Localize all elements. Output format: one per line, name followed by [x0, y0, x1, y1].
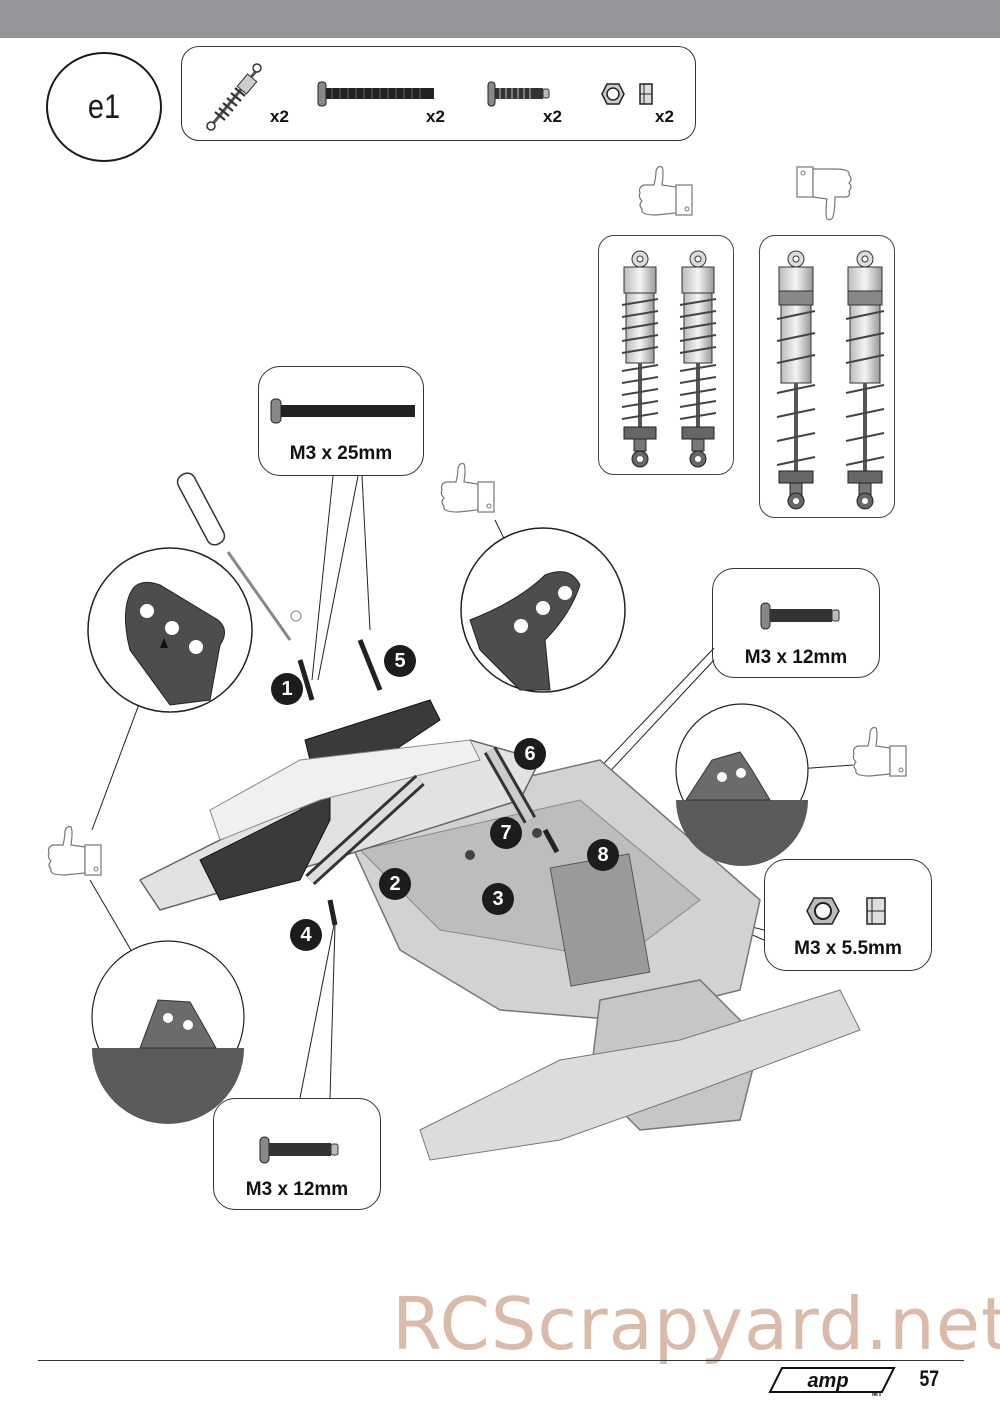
chassis-assembly-illustration	[87, 472, 861, 1161]
page-number: 57	[919, 1366, 940, 1391]
step-badge-2: 2	[379, 868, 411, 900]
qty-short-screw: x2	[543, 107, 562, 126]
chassis	[338, 759, 861, 1161]
shock-correct-left	[621, 250, 659, 468]
short-screw-icon	[259, 1136, 339, 1164]
screwdriver-icon	[176, 472, 302, 641]
brand-logo-sub: MT	[872, 1391, 883, 1398]
step-badge-6: 6	[514, 738, 546, 770]
detail-circle-top-right	[460, 527, 626, 693]
step-circle	[46, 52, 162, 162]
thumbs-up-icon	[852, 726, 907, 777]
detail-circle-top-left	[87, 547, 253, 713]
shock-correct-right	[679, 250, 717, 468]
qty-nut: x2	[655, 107, 674, 126]
callout-m3x25-label: M3 x 25mm	[289, 443, 393, 464]
shock-incorrect-right	[845, 250, 885, 510]
short-screw-icon	[487, 81, 550, 107]
front-suspension	[138, 639, 560, 926]
shock-comparison-drawing	[621, 250, 885, 510]
step-badge-7: 7	[490, 817, 522, 849]
qty-long-screw: x2	[426, 107, 445, 126]
callout-m3x5-5-label: M3 x 5.5mm	[794, 938, 902, 959]
callout-m3x5-5: M3 x 5.5mm	[764, 859, 932, 971]
brand-logo: amp MT	[768, 1367, 896, 1398]
step-badge-4: 4	[290, 919, 322, 951]
lock-nut-icon	[601, 83, 653, 105]
callout-m3x12-right: M3 x 12mm	[712, 568, 880, 678]
thumbs-up-icon	[440, 462, 495, 513]
callout-m3x12-bottom-label: M3 x 12mm	[245, 1179, 349, 1200]
step-badge-1: 1	[271, 673, 303, 705]
shock-incorrect-left	[776, 250, 816, 510]
step-label: e1	[87, 87, 121, 126]
step-badge-8: 8	[587, 839, 619, 871]
callout-m3x25: M3 x 25mm	[258, 366, 424, 476]
short-screw-icon	[760, 602, 840, 630]
brand-logo-text: amp	[807, 1370, 848, 1392]
callout-m3x12-bottom: M3 x 12mm	[213, 1098, 381, 1210]
thumbs-up-icon	[47, 825, 102, 876]
long-screw-icon	[270, 398, 415, 424]
shock-absorber-icon	[206, 63, 262, 131]
lock-nut-icon	[806, 897, 886, 925]
detail-circle-right	[675, 703, 809, 866]
watermark-text: RCScrapyard.net	[392, 1282, 1000, 1366]
header-bar	[0, 0, 1000, 38]
qty-shock: x2	[270, 107, 289, 126]
step-badge-3: 3	[482, 883, 514, 915]
step-badge-5: 5	[384, 645, 416, 677]
footer-divider	[38, 1360, 964, 1361]
thumbs-up-icon	[638, 165, 693, 216]
detail-circle-bottom-left	[91, 940, 245, 1124]
parts-list-box	[181, 46, 696, 141]
thumbs-down-icon	[796, 166, 852, 221]
callout-m3x12-right-label: M3 x 12mm	[744, 647, 848, 668]
long-screw-icon	[317, 81, 434, 107]
